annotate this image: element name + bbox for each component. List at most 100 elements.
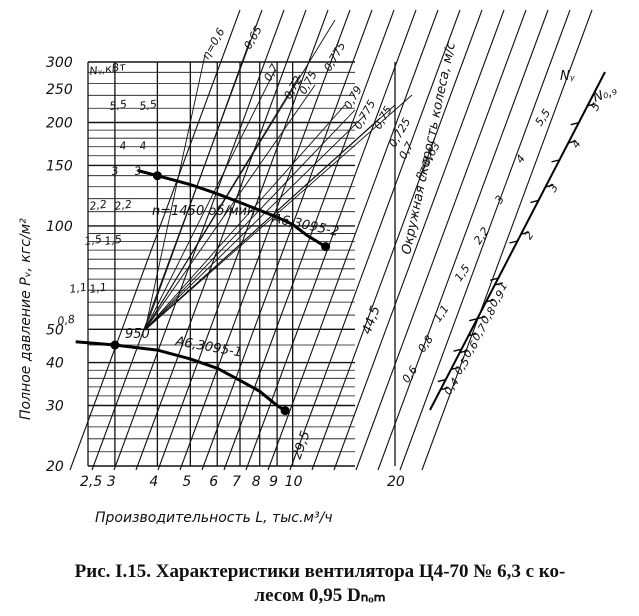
- nomogram-tick: [453, 348, 462, 352]
- x-tick-label: 5: [182, 474, 191, 490]
- nomogram-tick: [437, 378, 446, 383]
- nomogram-left-value: 0,8: [415, 333, 436, 355]
- efficiency-diagonal: [377, 9, 549, 471]
- efficiency-label: 0,75: [296, 69, 320, 97]
- nomogram-tick: [520, 231, 530, 235]
- series-line-1: [137, 169, 327, 248]
- nomogram-tick: [469, 318, 478, 322]
- efficiency-diagonal: [245, 9, 417, 471]
- efficiency-diagonal: [399, 9, 571, 471]
- y-tick-label: 30: [46, 399, 64, 415]
- y-tick-label: 100: [46, 219, 73, 235]
- nomogram-left-value: 3: [492, 193, 507, 206]
- figure-caption: Рис. I.15. Характеристики вентилятора Ц4…: [20, 560, 620, 608]
- nomogram-tick: [568, 140, 577, 144]
- x-tick-label: 8: [252, 474, 261, 490]
- power-label: 4: [119, 139, 128, 153]
- x-tick-label: 7: [232, 474, 241, 490]
- efficiency-diagonal: [135, 9, 307, 471]
- operating-point: [280, 406, 290, 416]
- efficiency-label: 0,7: [261, 62, 281, 84]
- nomogram-tick: [509, 240, 518, 244]
- x-tick-label: 4: [149, 474, 158, 490]
- x-tick-label: 6: [209, 474, 218, 490]
- nomogram-right-value: 4: [569, 138, 584, 151]
- efficiency-label: 0,65: [241, 24, 265, 52]
- efficiency-ray: [144, 94, 413, 331]
- efficiency-diagonal: [311, 9, 483, 471]
- power-label: 1,5: [84, 233, 103, 248]
- efficiency-diagonal: [201, 9, 373, 471]
- power-label: 2,2: [114, 198, 133, 213]
- nomogram-tick: [545, 184, 554, 188]
- efficiency-diagonal: [91, 9, 263, 471]
- nomogram-tick: [530, 199, 539, 204]
- nomogram-tick: [570, 122, 579, 126]
- y-tick-label: 200: [46, 115, 73, 131]
- x-tick-label: 20: [387, 474, 405, 490]
- power-label: 1,5: [104, 233, 123, 248]
- efficiency-ray: [144, 84, 316, 331]
- efficiency-diagonal: [267, 9, 439, 471]
- efficiency-ray: [144, 69, 276, 331]
- efficiency-ray: [144, 104, 396, 331]
- efficiency-diagonal: [69, 9, 241, 471]
- power-label: 1,1: [89, 281, 108, 296]
- series-1-label: n=1450 об/мин: [152, 204, 256, 219]
- y-axis-label: Полное давление Pᵥ, кгс/м²: [18, 218, 34, 420]
- series-2-label: 950: [125, 327, 150, 342]
- x-tick-label: 2,5: [80, 474, 102, 490]
- efficiency-diagonal: [333, 9, 505, 471]
- nomogram-tick: [551, 159, 560, 163]
- efficiency-diagonal: [289, 9, 461, 471]
- power-label: 2,2: [89, 198, 108, 213]
- nomogram-tick: [485, 299, 495, 303]
- power-label: 3: [111, 164, 120, 178]
- nomogram-tick: [494, 282, 503, 286]
- x-axis-label: Производительность L, тыс.м³/ч: [95, 510, 333, 526]
- y-tick-label: 50: [46, 322, 64, 338]
- grid: [87, 61, 396, 467]
- efficiency-label: 0,775: [321, 40, 348, 74]
- operating-point: [321, 242, 331, 252]
- x-tick-label: 9: [269, 474, 278, 490]
- power-label: 1,1: [69, 281, 88, 296]
- y-tick-label: 40: [46, 356, 64, 372]
- nomogram-left-title: Nᵧ: [560, 69, 576, 84]
- efficiency-diagonal: [157, 9, 329, 471]
- curves: [75, 169, 331, 416]
- power-label: 0,8: [57, 313, 76, 328]
- nomogram-tick: [490, 277, 499, 281]
- caption-line-1: Рис. I.15. Характеристики вентилятора Ц4…: [74, 561, 566, 582]
- power-label: 5,5: [109, 98, 128, 113]
- x-tick-label: 10: [285, 474, 303, 490]
- power-label: 4: [139, 139, 148, 153]
- nomogram-tick: [468, 332, 477, 337]
- nomogram-tick: [440, 387, 449, 391]
- operating-point: [110, 340, 120, 350]
- nomogram-tick: [587, 103, 596, 107]
- nomogram-tick: [450, 366, 460, 371]
- caption-line-2: лесом 0,95 Dₙₒₘ: [254, 585, 386, 606]
- x-tick-label: 3: [107, 474, 116, 490]
- y-tick-label: 150: [46, 158, 73, 174]
- efficiency-ray: [144, 109, 356, 331]
- nomogram-left-value: 5,5: [533, 107, 554, 129]
- nomogram-right-title: N₀,₉: [591, 83, 619, 105]
- y-tick-label: 20: [46, 459, 64, 475]
- efficiency-diagonal: [421, 9, 593, 471]
- efficiency-diagonal: [355, 9, 527, 471]
- nomogram-left-value: 0,6: [400, 364, 421, 386]
- efficiency-diagonal: [223, 9, 395, 471]
- operating-point: [152, 171, 162, 181]
- efficiency-lines: [69, 9, 593, 471]
- nomogram-right-value: 3: [546, 181, 561, 194]
- y-tick-label: 300: [46, 55, 73, 71]
- power-label: 5,5: [139, 98, 158, 113]
- efficiency-ray: [144, 54, 206, 331]
- efficiency-ray: [144, 19, 336, 331]
- nomogram-tick: [477, 316, 486, 320]
- efficiency-diagonal: [179, 9, 351, 471]
